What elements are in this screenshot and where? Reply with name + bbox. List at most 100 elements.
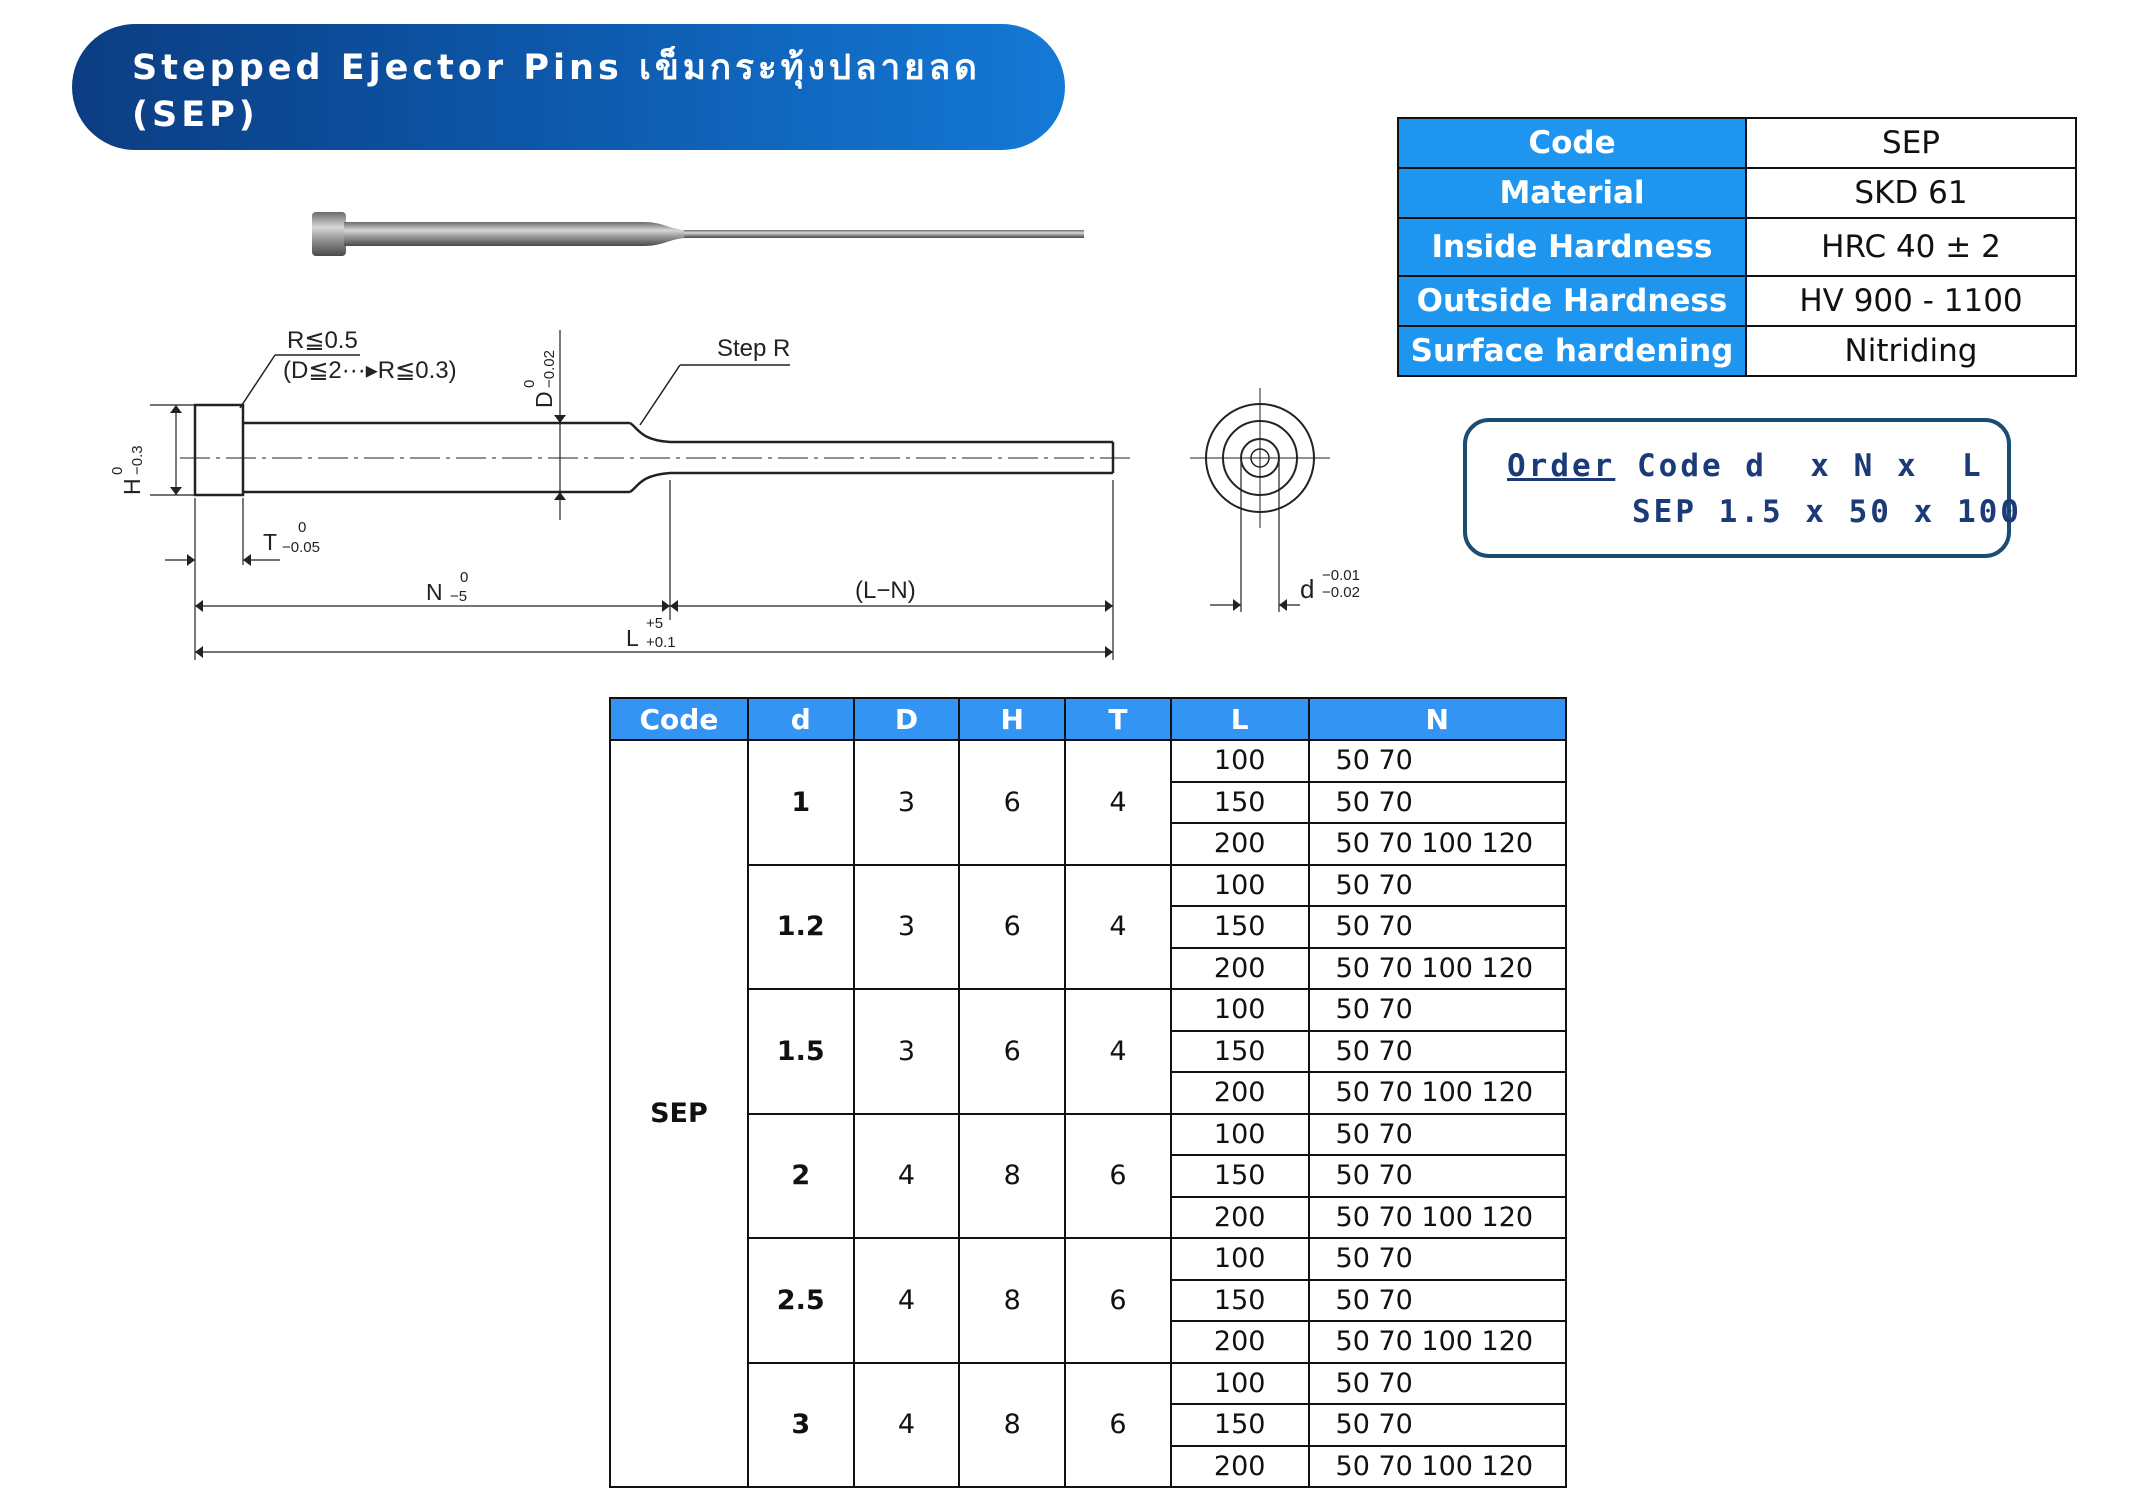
technical-drawing: R≦0.5 (D≦2···▸R≦0.3) D 0 −0.02 Step R H …: [109, 320, 1400, 670]
L-cell: 200: [1169, 1320, 1310, 1364]
spec-key: Material: [1397, 167, 1747, 219]
H-cell: 8: [958, 1361, 1067, 1488]
spec-table: Code SEP Material SKD 61 Inside Hardness…: [1397, 117, 2077, 377]
spec-value: Nitriding: [1745, 325, 2077, 377]
L-cell: 100: [1169, 1237, 1310, 1281]
table-row: 150 50 70: [610, 1154, 1568, 1198]
H-cell: 8: [958, 1112, 1067, 1239]
svg-text:−0.05: −0.05: [282, 539, 320, 556]
T-cell: 4: [1064, 988, 1172, 1115]
L-cell: 100: [1169, 863, 1310, 907]
table-row: 150 50 70: [610, 905, 1568, 949]
table-row: 1.2 3 6 4 100 50 70: [610, 863, 1568, 990]
order-code-example: SEP 1.5 x 50 x 100: [1632, 494, 2022, 530]
spec-row-code: Code SEP: [1397, 117, 2077, 169]
L-label: L: [626, 625, 639, 651]
svg-text:−5: −5: [450, 588, 467, 605]
N-cell: 50 70: [1307, 1403, 1568, 1447]
N-cell: 50 70: [1307, 1278, 1568, 1322]
N-cell: 50 70: [1307, 1237, 1568, 1281]
title-banner: Stepped Ejector Pins เข็มกระทุ้งปลายลด (…: [72, 24, 1065, 150]
T-cell: 6: [1064, 1112, 1172, 1239]
table-row: 150 50 70: [610, 1403, 1568, 1447]
D-cell: 3: [852, 739, 961, 866]
N-cell: 50 70: [1307, 863, 1568, 907]
table-row: SEP 1 3 6 4 100 50 70: [609, 739, 1568, 1488]
T-cell: 6: [1064, 1361, 1172, 1488]
table-row: 2.5 4 8 6 100 50 70: [610, 1237, 1568, 1364]
header-d: d: [746, 697, 855, 741]
N-cell: 50 70: [1307, 780, 1568, 824]
spec-row-outside-hardness: Outside Hardness HV 900 - 1100: [1397, 275, 2077, 327]
L-cell: 150: [1169, 1154, 1310, 1198]
table-row: 2 4 8 6 100 50 70: [610, 1112, 1568, 1239]
N-cell: 50 70: [1307, 1361, 1568, 1405]
H-cell: 8: [958, 1237, 1067, 1364]
D-cell: 4: [852, 1112, 961, 1239]
N-cell: 50 70: [1307, 905, 1568, 949]
radius-label: R≦0.5: [287, 327, 358, 354]
table-row: 150 50 70: [610, 1029, 1568, 1073]
product-photo: [300, 200, 1090, 270]
H-label: H: [119, 478, 145, 495]
L-cell: 200: [1169, 1071, 1310, 1115]
svg-text:0: 0: [298, 519, 306, 536]
H-cell: 6: [958, 863, 1067, 990]
spec-key: Outside Hardness: [1397, 275, 1747, 327]
table-row: 200 50 70 100 120: [610, 946, 1568, 990]
svg-text:−0.3: −0.3: [129, 445, 146, 475]
T-label: T: [263, 529, 277, 555]
N-cell: 50 70: [1307, 1154, 1568, 1198]
step-label: Step R: [717, 335, 790, 362]
spec-row-surface-hardening: Surface hardening Nitriding: [1397, 325, 2077, 377]
header-N: N: [1307, 697, 1568, 741]
D-cell: 3: [852, 988, 961, 1115]
table-header-row: Code d D H T L N: [609, 697, 1568, 741]
svg-text:−0.02: −0.02: [1322, 584, 1360, 601]
svg-text:−0.01: −0.01: [1322, 567, 1360, 584]
N-cell: 50 70 100 120: [1307, 946, 1568, 990]
T-cell: 4: [1064, 739, 1172, 866]
L-cell: 150: [1169, 1278, 1310, 1322]
d-cell: 1.2: [746, 863, 855, 990]
d-label: d: [1300, 574, 1314, 604]
table-row: 150 50 70: [610, 1278, 1568, 1322]
spec-key: Surface hardening: [1397, 325, 1747, 377]
order-code-format: Order Code d x N x L: [1507, 448, 1984, 484]
svg-text:+0.1: +0.1: [646, 634, 676, 651]
T-cell: 6: [1064, 1237, 1172, 1364]
L-cell: 200: [1169, 1444, 1310, 1488]
L-cell: 200: [1169, 1195, 1310, 1239]
svg-text:0: 0: [521, 380, 538, 388]
header-T: T: [1064, 697, 1172, 741]
d-cell: 3: [746, 1361, 855, 1488]
radius-sub-label: (D≦2···▸R≦0.3): [283, 357, 457, 384]
N-cell: 50 70: [1307, 739, 1568, 783]
d-cell: 2.5: [746, 1237, 855, 1364]
table-row: 150 50 70: [610, 780, 1568, 824]
table-row: 1.5 3 6 4 100 50 70: [610, 988, 1568, 1115]
L-cell: 100: [1169, 1112, 1310, 1156]
D-label: D: [531, 391, 557, 408]
L-cell: 150: [1169, 1029, 1310, 1073]
H-cell: 6: [958, 988, 1067, 1115]
order-code-box: Order Code d x N x L SEP 1.5 x 50 x 100: [1463, 418, 2019, 558]
H-cell: 6: [958, 739, 1067, 866]
L-cell: 100: [1169, 988, 1310, 1032]
table-row: 3 4 8 6 100 50 70: [610, 1361, 1568, 1488]
L-cell: 150: [1169, 780, 1310, 824]
header-D: D: [852, 697, 961, 741]
svg-text:−0.02: −0.02: [541, 350, 558, 388]
svg-text:0: 0: [110, 467, 126, 475]
L-cell: 200: [1169, 946, 1310, 990]
L-cell: 100: [1169, 1361, 1310, 1405]
code-cell: SEP: [609, 739, 749, 1488]
spec-value: HV 900 - 1100: [1745, 275, 2077, 327]
N-cell: 50 70: [1307, 1112, 1568, 1156]
table-row: 200 50 70 100 120: [610, 822, 1568, 866]
table-row: 200 50 70 100 120: [610, 1071, 1568, 1115]
L-cell: 150: [1169, 905, 1310, 949]
L-cell: 150: [1169, 1403, 1310, 1447]
N-label: N: [426, 579, 443, 605]
L-cell: 200: [1169, 822, 1310, 866]
